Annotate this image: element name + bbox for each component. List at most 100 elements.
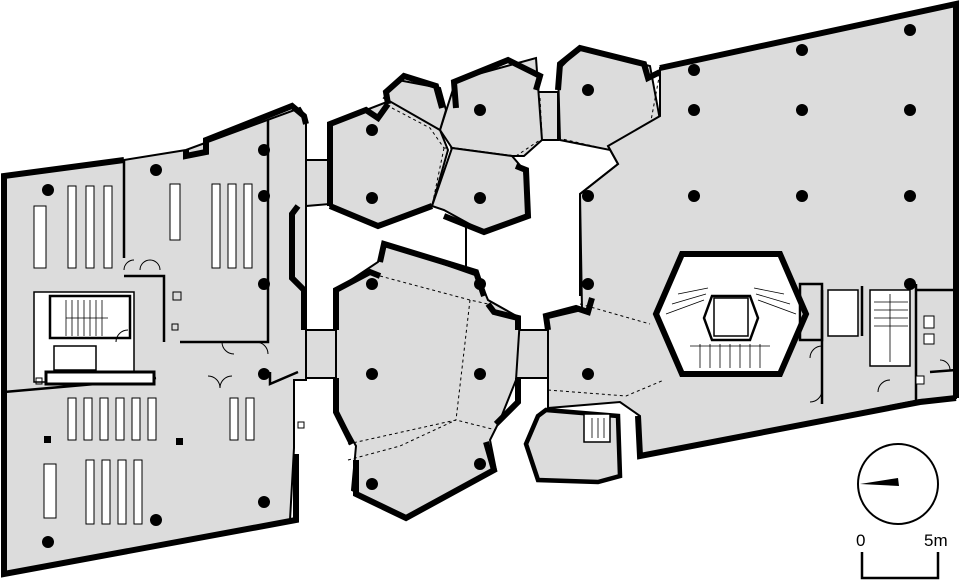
shelf	[85, 459, 95, 525]
right-glazing	[579, 145, 620, 296]
scale-start-label: 0	[856, 531, 865, 550]
toilet-fixture	[923, 315, 935, 329]
column-dot	[688, 64, 700, 76]
scale-bar-line	[860, 552, 940, 580]
column-dot	[904, 278, 916, 290]
shelf	[43, 463, 57, 519]
column-dot	[258, 496, 270, 508]
right-wing	[523, 0, 959, 485]
hex-wall	[450, 56, 544, 109]
stair-east-treads	[874, 294, 908, 362]
corridor	[515, 329, 549, 379]
stair-treads-core	[665, 287, 797, 368]
shelf	[99, 397, 109, 441]
scale-bar: 0 5m	[856, 531, 948, 580]
lift-east	[827, 289, 859, 337]
column-dot	[258, 368, 270, 380]
column-dot	[582, 190, 594, 202]
column-dot	[904, 190, 916, 202]
hex-wall	[328, 203, 434, 230]
hex-wall	[353, 441, 498, 522]
column-dot	[258, 190, 270, 202]
hex-wall	[442, 163, 532, 236]
hex-wall	[327, 102, 391, 206]
column-dot	[796, 190, 808, 202]
column-dot	[150, 164, 162, 176]
hex-wall	[485, 302, 521, 330]
dashed-edge	[391, 107, 445, 149]
shelf	[101, 459, 111, 525]
column-dot	[474, 458, 486, 470]
column-dot	[474, 278, 486, 290]
column-dot	[366, 368, 378, 380]
column-dot	[688, 104, 700, 116]
column-dot	[366, 124, 378, 136]
door-swing	[809, 345, 823, 359]
left-outer-wall	[0, 157, 299, 578]
scale-end-label: 5m	[924, 531, 948, 550]
column-dot	[150, 514, 162, 526]
column-dot	[904, 24, 916, 36]
service-partition	[929, 368, 957, 374]
left-partition-lower	[124, 274, 166, 342]
stair-treads-left	[65, 300, 108, 336]
column-dot	[582, 84, 594, 96]
dashed-edge	[557, 71, 661, 151]
lower-hex-cluster	[333, 240, 522, 522]
column-dot	[688, 190, 700, 202]
upper-hex-cluster	[327, 44, 662, 236]
column-dot	[474, 192, 486, 204]
column-dot	[42, 184, 54, 196]
lift-left	[53, 345, 97, 371]
column-dot	[582, 278, 594, 290]
socket	[171, 323, 179, 331]
hex-room	[335, 242, 522, 520]
corridor	[305, 159, 331, 208]
hex-wall	[333, 268, 382, 330]
dashed-edge	[547, 379, 665, 397]
door-swing	[123, 259, 135, 271]
dashed-edge	[579, 303, 651, 325]
door-swing	[115, 329, 129, 343]
dashed-edge	[455, 299, 471, 421]
shelf	[229, 397, 239, 441]
door-swing	[207, 375, 233, 389]
shelf	[103, 185, 113, 269]
door-swing	[255, 341, 269, 355]
left-partition-south	[268, 370, 299, 386]
north-arrow-icon	[857, 443, 939, 525]
shelf	[117, 459, 127, 525]
dashed-edge	[431, 147, 445, 207]
lift-core	[713, 297, 749, 337]
shelf	[227, 183, 237, 269]
stair-small	[583, 413, 611, 443]
right-outer-wall	[659, 0, 959, 398]
column-dot	[366, 192, 378, 204]
wall-inner-left	[289, 204, 307, 330]
column-dot	[582, 368, 594, 380]
column-dot	[258, 278, 270, 290]
door-swing	[877, 379, 891, 393]
connectors	[289, 91, 559, 379]
column-dot	[366, 478, 378, 490]
dashed-edge	[515, 139, 541, 157]
hex-wall	[333, 378, 355, 446]
hex-wall	[555, 44, 662, 91]
corridor	[305, 329, 337, 379]
wall-block	[44, 370, 156, 386]
stair-small-treads	[591, 418, 605, 438]
shelf	[67, 397, 77, 441]
left-top-wall	[183, 102, 309, 160]
shelf	[83, 397, 93, 441]
right-bottom-wall	[635, 395, 957, 460]
door-swing	[139, 259, 161, 271]
shelf	[67, 185, 77, 269]
shelf	[131, 397, 141, 441]
hex-wall	[493, 378, 521, 427]
left-wing	[0, 102, 309, 578]
north-arrow-needle	[860, 478, 899, 486]
column-dot	[258, 144, 270, 156]
column-dot	[796, 44, 808, 56]
stair-core-inner	[48, 294, 132, 340]
